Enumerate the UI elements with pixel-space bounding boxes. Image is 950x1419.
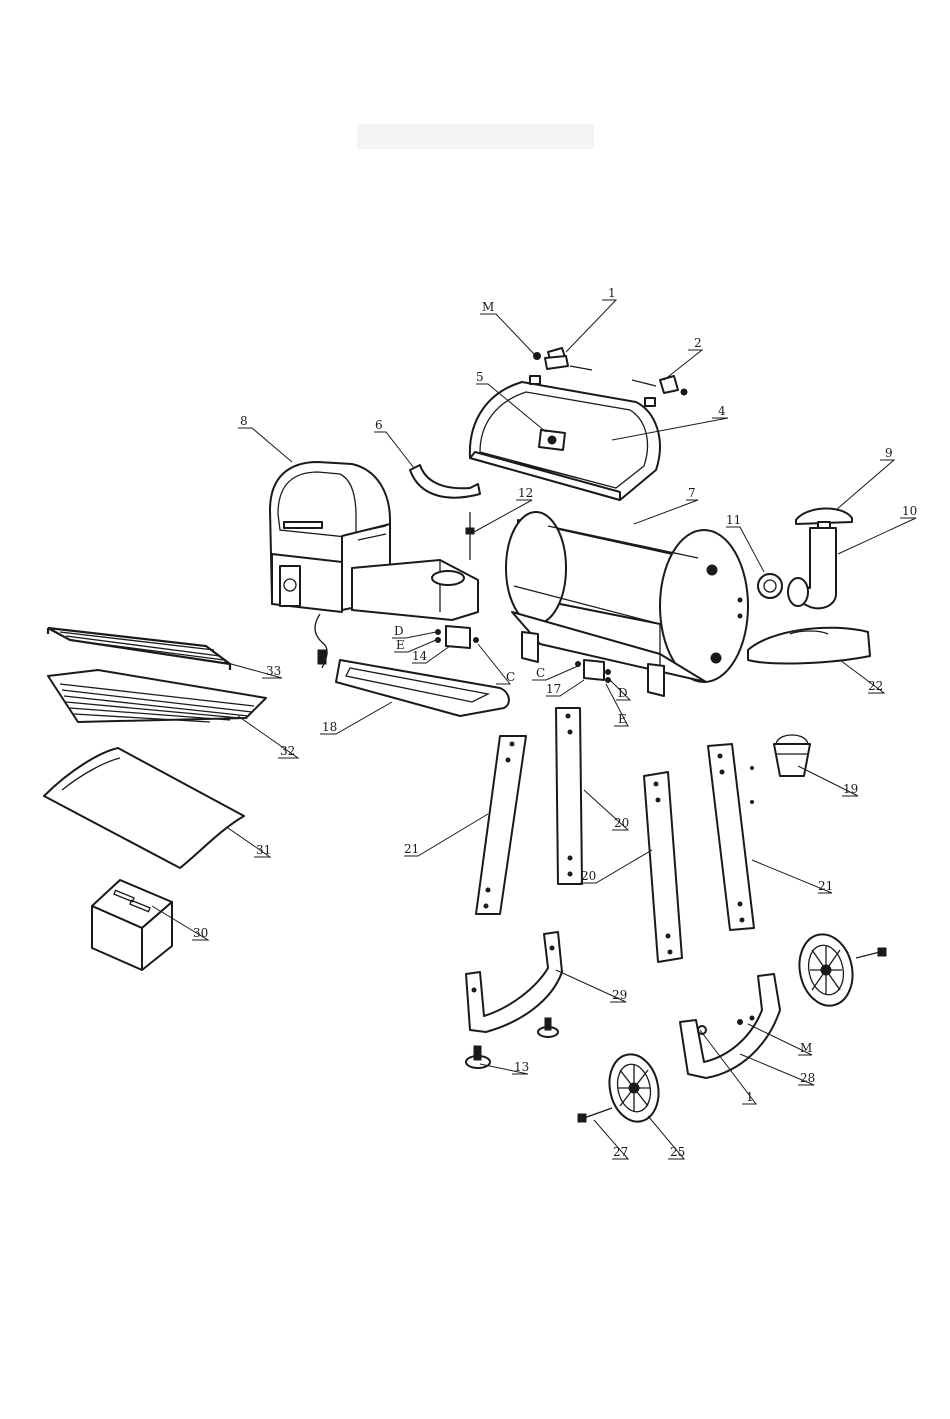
- callout-25: 25: [670, 1145, 685, 1159]
- part-21-leg-right: [708, 744, 754, 930]
- callout-1-top: 1: [608, 286, 616, 300]
- callout-22: 22: [868, 679, 883, 693]
- callout-C-right: C: [536, 666, 545, 680]
- callout-5: 5: [476, 370, 484, 384]
- part-11-gasket: [758, 574, 782, 598]
- callout-20-upper: 20: [614, 816, 629, 830]
- part-19-grease-bucket: [751, 735, 811, 804]
- part-33-warming-rack: [48, 628, 230, 670]
- callout-1-bottom: 1: [746, 1090, 754, 1104]
- label-underlines: [480, 300, 616, 314]
- part-10-chimney-pipe: [788, 528, 836, 608]
- callout-29: 29: [612, 988, 627, 1002]
- callout-31: 31: [256, 843, 271, 857]
- callout-27: 27: [613, 1145, 628, 1159]
- callout-21-left: 21: [404, 842, 419, 856]
- callout-32: 32: [280, 744, 295, 758]
- callout-14: 14: [412, 649, 428, 663]
- callout-33: 33: [266, 664, 281, 678]
- part-25-wheel-rear: [793, 929, 859, 1010]
- callout-9: 9: [885, 446, 893, 460]
- part-14-bracket: [436, 626, 479, 648]
- callout-D-right: D: [618, 686, 628, 700]
- callout-2: 2: [694, 336, 702, 350]
- part-27-axle-bolt-front: [578, 1108, 612, 1122]
- callout-7: 7: [688, 486, 696, 500]
- part-22-front-shelf: [748, 628, 870, 664]
- callout-30: 30: [193, 926, 208, 940]
- callout-D-left: D: [394, 624, 404, 638]
- part-6-handle: [410, 465, 480, 498]
- part-21-leg-left: [476, 736, 526, 914]
- part-29-front-brace: [466, 932, 562, 1032]
- part-2-hinge-right: [632, 376, 687, 395]
- part-20-leg-lower: [644, 772, 682, 962]
- part-30-box: [92, 880, 172, 970]
- part-1-hinge-top: [534, 348, 593, 370]
- callout-C-left: C: [506, 670, 515, 684]
- callout-M-bottom: M: [800, 1041, 812, 1055]
- part-25-wheel-front: [603, 1050, 664, 1126]
- callout-10: 10: [902, 504, 917, 518]
- part-5-logo-badge: [539, 430, 565, 450]
- part-27-axle-bolt-rear: [856, 948, 886, 958]
- callout-11: 11: [726, 513, 741, 527]
- callout-13: 13: [514, 1060, 529, 1074]
- part-20-leg-upper: [556, 708, 582, 884]
- part-9-chimney-cap: [796, 508, 852, 528]
- callout-E-left: E: [396, 638, 405, 652]
- callout-12: 12: [518, 486, 533, 500]
- part-12-probe: [466, 512, 474, 560]
- callout-4: 4: [718, 404, 726, 418]
- callout-M-top: M: [482, 300, 494, 314]
- callout-28: 28: [800, 1071, 815, 1085]
- part-17-bracket: [576, 660, 611, 683]
- callout-6: 6: [375, 418, 383, 432]
- part-32-cooking-grate: [48, 670, 266, 722]
- part-28-rear-brace: [680, 974, 780, 1078]
- callout-17: 17: [546, 682, 561, 696]
- part-18-side-shelf: [336, 660, 509, 716]
- callout-20-lower: 20: [581, 869, 596, 883]
- callout-8: 8: [240, 414, 248, 428]
- callout-21-right: 21: [818, 879, 833, 893]
- callout-18: 18: [322, 720, 337, 734]
- callout-19: 19: [843, 782, 858, 796]
- part-31-heat-deflector: [44, 748, 244, 868]
- callout-E-right: E: [618, 712, 627, 726]
